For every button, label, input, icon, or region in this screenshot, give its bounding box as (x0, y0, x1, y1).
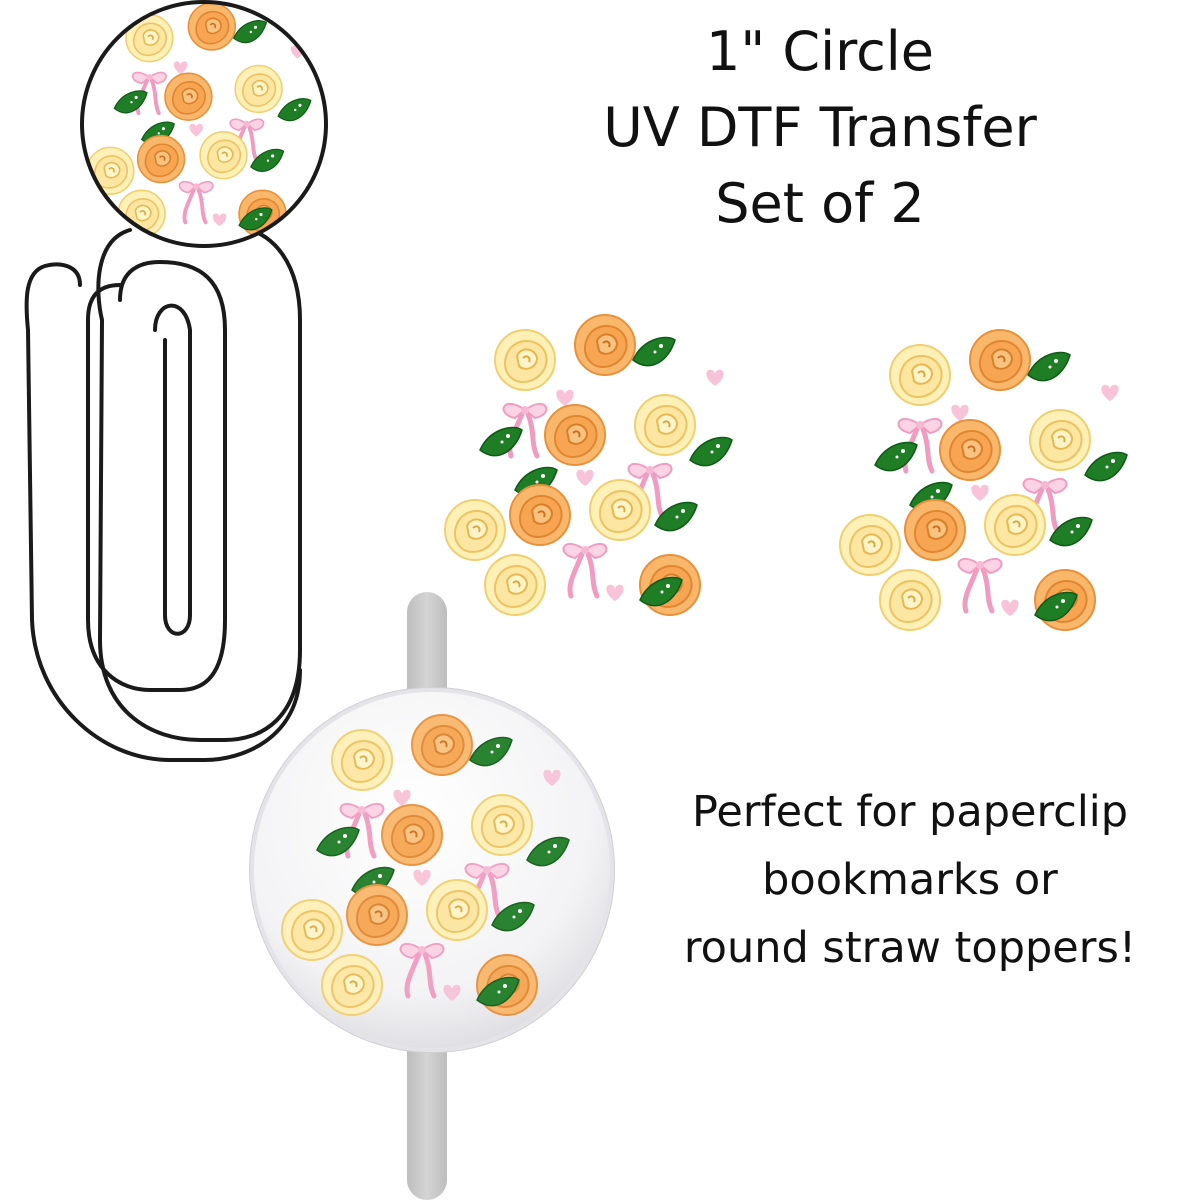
product-tagline: Perfect for paperclip bookmarks or round… (620, 778, 1200, 982)
title-line-2: UV DTF Transfer (603, 96, 1037, 159)
tagline-line-2: bookmarks or (762, 855, 1058, 905)
bookmark-circle (80, 0, 328, 248)
straw-topper-icon (249, 592, 615, 1200)
product-title: 1" Circle UV DTF Transfer Set of 2 (560, 14, 1080, 242)
transfer-circle-2 (815, 310, 1165, 660)
transfer-circle-1 (420, 295, 770, 645)
tagline-line-1: Perfect for paperclip (691, 787, 1129, 837)
title-line-3: Set of 2 (715, 172, 925, 235)
paperclip-bookmark-icon (24, 228, 302, 762)
title-line-1: 1" Circle (706, 20, 934, 83)
tagline-line-3: round straw toppers! (683, 923, 1137, 973)
